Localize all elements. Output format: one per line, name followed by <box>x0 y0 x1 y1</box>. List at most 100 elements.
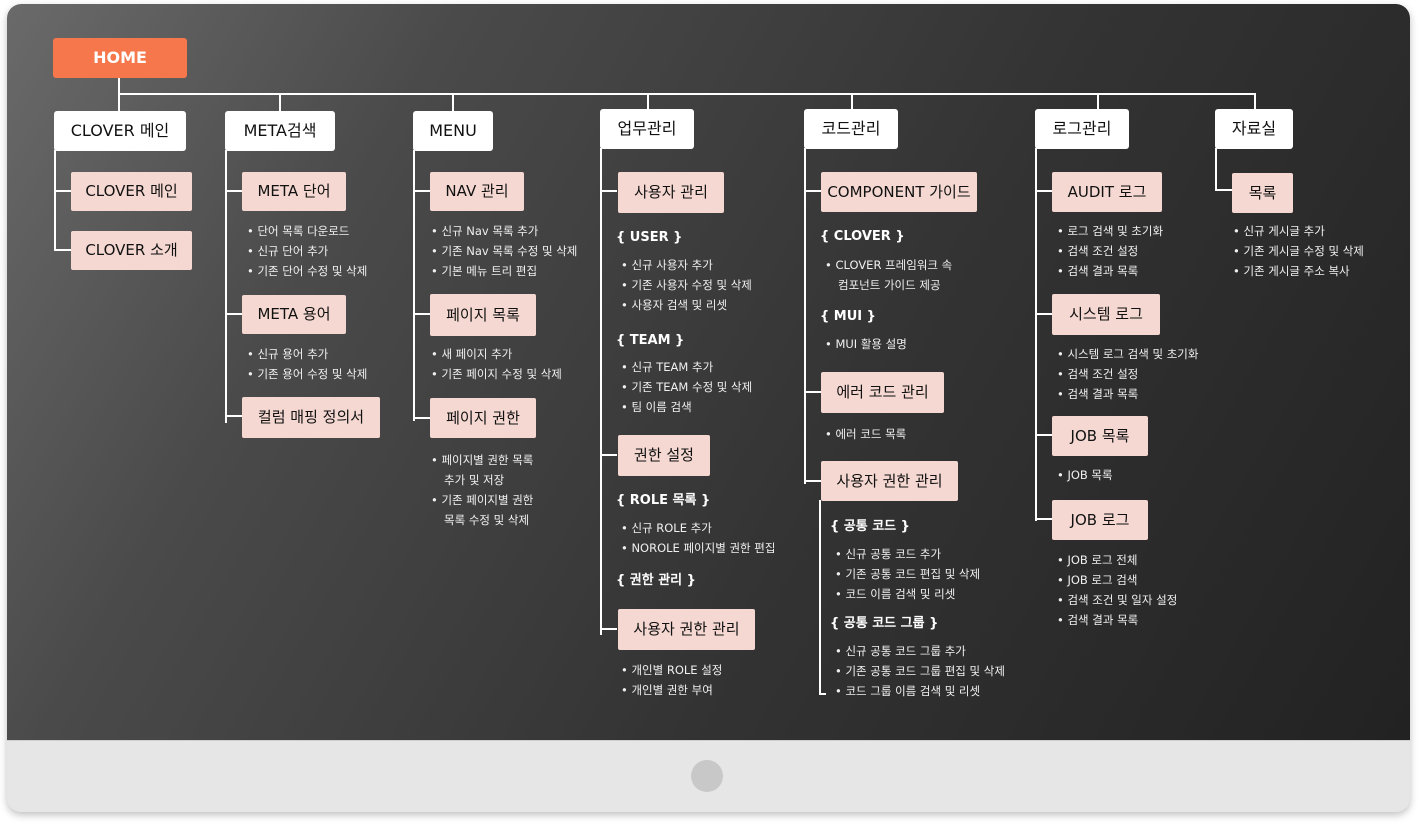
group-heading: { USER } <box>616 230 683 245</box>
connector-line <box>851 93 853 111</box>
connector-line <box>1035 190 1052 192</box>
node-error-code-management[interactable]: 에러 코드 관리 <box>821 372 944 413</box>
bullet-item: • 개인별 ROLE 설정 <box>621 663 723 677</box>
bullet-item: • JOB 로그 검색 <box>1057 573 1138 587</box>
bullet-item: • CLOVER 프레임워크 속 <box>825 258 953 272</box>
bullet-item: • NOROLE 페이지별 권한 편집 <box>621 541 776 555</box>
node-meta-word[interactable]: META 단어 <box>242 172 346 211</box>
connector-line <box>225 313 242 315</box>
connector-line <box>1097 93 1099 111</box>
node-clover-intro[interactable]: CLOVER 소개 <box>71 231 192 270</box>
bullet-item: • 검색 조건 설정 <box>1057 244 1139 258</box>
bullet-item: 추가 및 저장 <box>444 473 505 487</box>
power-button-icon <box>691 760 723 792</box>
connector-line <box>413 313 430 315</box>
node-clover-main-page[interactable]: CLOVER 메인 <box>71 172 192 211</box>
connector-line <box>600 148 602 635</box>
connector-line <box>647 93 649 111</box>
connector-line <box>804 190 821 192</box>
connector-line <box>225 190 242 192</box>
bullet-item: • 신규 용어 추가 <box>247 347 329 361</box>
bullet-item: • 신규 공통 코드 추가 <box>835 547 942 561</box>
connector-line <box>118 93 1256 95</box>
node-user-management[interactable]: 사용자 관리 <box>618 172 724 213</box>
bullet-item: • 기존 단어 수정 및 삭제 <box>247 264 368 278</box>
connector-line <box>1035 313 1052 315</box>
node-archive-list[interactable]: 목록 <box>1232 173 1293 213</box>
bullet-item: • 검색 결과 목록 <box>1057 613 1139 627</box>
node-clover-main[interactable]: CLOVER 메인 <box>54 111 186 151</box>
group-heading: { 공통 코드 } <box>830 519 910 534</box>
connector-line <box>413 150 415 421</box>
node-audit-log[interactable]: AUDIT 로그 <box>1052 172 1162 212</box>
bullet-item: • 신규 게시글 추가 <box>1233 224 1325 238</box>
bullet-item: • 기존 게시글 주소 복사 <box>1233 264 1350 278</box>
connector-line <box>1215 148 1217 191</box>
group-heading: { ROLE 목록 } <box>616 493 711 508</box>
bullet-item: • 신규 ROLE 추가 <box>621 521 712 535</box>
monitor-bezel <box>7 740 1410 812</box>
node-user-permission-management[interactable]: 사용자 권한 관리 <box>618 609 755 650</box>
node-job-list[interactable]: JOB 목록 <box>1052 416 1148 456</box>
connector-line <box>804 391 821 393</box>
node-code-user-permission[interactable]: 사용자 권한 관리 <box>821 461 958 501</box>
bullet-item: • 기존 공통 코드 그룹 편집 및 삭제 <box>835 664 1005 678</box>
node-nav-management[interactable]: NAV 관리 <box>430 172 524 211</box>
bullet-item: • 사용자 검색 및 리셋 <box>621 298 728 312</box>
bullet-item: • 페이지별 권한 목록 <box>431 453 534 467</box>
node-column-mapping[interactable]: 컬럼 매핑 정의서 <box>242 397 380 438</box>
connector-line <box>413 417 430 419</box>
bullet-item: • 신규 공통 코드 그룹 추가 <box>835 644 966 658</box>
connector-line <box>54 190 71 192</box>
monitor-frame: HOME CLOVER 메인 META검색 MENU 업무관리 코드관리 로그관… <box>7 4 1410 812</box>
node-work-management[interactable]: 업무관리 <box>600 109 694 149</box>
bullet-item: • 기존 사용자 수정 및 삭제 <box>621 278 752 292</box>
bullet-item: • 코드 이름 검색 및 리셋 <box>835 587 956 601</box>
bullet-item: • 시스템 로그 검색 및 초기화 <box>1057 347 1199 361</box>
connector-line <box>819 693 826 695</box>
group-heading: { MUI } <box>820 309 876 324</box>
node-meta-search[interactable]: META검색 <box>225 111 335 151</box>
node-component-guide[interactable]: COMPONENT 가이드 <box>821 172 977 212</box>
connector-line <box>1215 189 1232 191</box>
bullet-item: • 에러 코드 목록 <box>825 427 907 441</box>
bullet-item: • JOB 로그 전체 <box>1057 553 1138 567</box>
bullet-item: • 로그 검색 및 초기화 <box>1057 224 1164 238</box>
bullet-item: • JOB 목록 <box>1057 468 1113 482</box>
bullet-item: • 코드 그룹 이름 검색 및 리셋 <box>835 684 981 698</box>
bullet-item: • 개인별 권한 부여 <box>621 683 713 697</box>
connector-line <box>54 249 71 251</box>
connector-line <box>1035 148 1037 521</box>
bullet-item: • 기존 TEAM 수정 및 삭제 <box>621 380 753 394</box>
bullet-item: 컴포넌트 가이드 제공 <box>838 278 941 292</box>
bullet-item: • 기존 Nav 목록 수정 및 삭제 <box>431 244 578 258</box>
connector-line <box>1035 434 1052 436</box>
node-log-management[interactable]: 로그관리 <box>1035 109 1129 149</box>
home-node[interactable]: HOME <box>53 38 187 78</box>
bullet-item: • 기존 페이지별 권한 <box>431 493 534 507</box>
node-page-permission[interactable]: 페이지 권한 <box>430 398 536 438</box>
bullet-item: • 검색 결과 목록 <box>1057 387 1139 401</box>
group-heading: { 공통 코드 그룹 } <box>830 616 939 631</box>
bullet-item: • 신규 Nav 목록 추가 <box>431 224 539 238</box>
bullet-item: • 기본 메뉴 트리 편집 <box>431 264 538 278</box>
bullet-item: • 새 페이지 추가 <box>431 347 513 361</box>
bullet-item: • MUI 활용 설명 <box>825 337 907 351</box>
bullet-item: • 기존 게시글 수정 및 삭제 <box>1233 244 1364 258</box>
node-menu[interactable]: MENU <box>413 111 493 151</box>
connector-line <box>279 93 281 111</box>
node-archive[interactable]: 자료실 <box>1215 109 1293 149</box>
node-meta-term[interactable]: META 용어 <box>242 295 346 334</box>
node-system-log[interactable]: 시스템 로그 <box>1052 294 1160 335</box>
node-job-log[interactable]: JOB 로그 <box>1052 500 1148 540</box>
bullet-item: • 검색 결과 목록 <box>1057 264 1139 278</box>
group-heading: { TEAM } <box>616 333 685 348</box>
node-code-management[interactable]: 코드관리 <box>804 109 898 149</box>
bullet-item: • 기존 페이지 수정 및 삭제 <box>431 367 562 381</box>
group-heading: { CLOVER } <box>820 229 905 244</box>
connector-line <box>413 190 430 192</box>
bullet-item: • 단어 목록 다운로드 <box>247 224 350 238</box>
node-permission-settings[interactable]: 권한 설정 <box>618 435 710 476</box>
node-page-list[interactable]: 페이지 목록 <box>430 294 536 336</box>
connector-line <box>118 93 120 111</box>
